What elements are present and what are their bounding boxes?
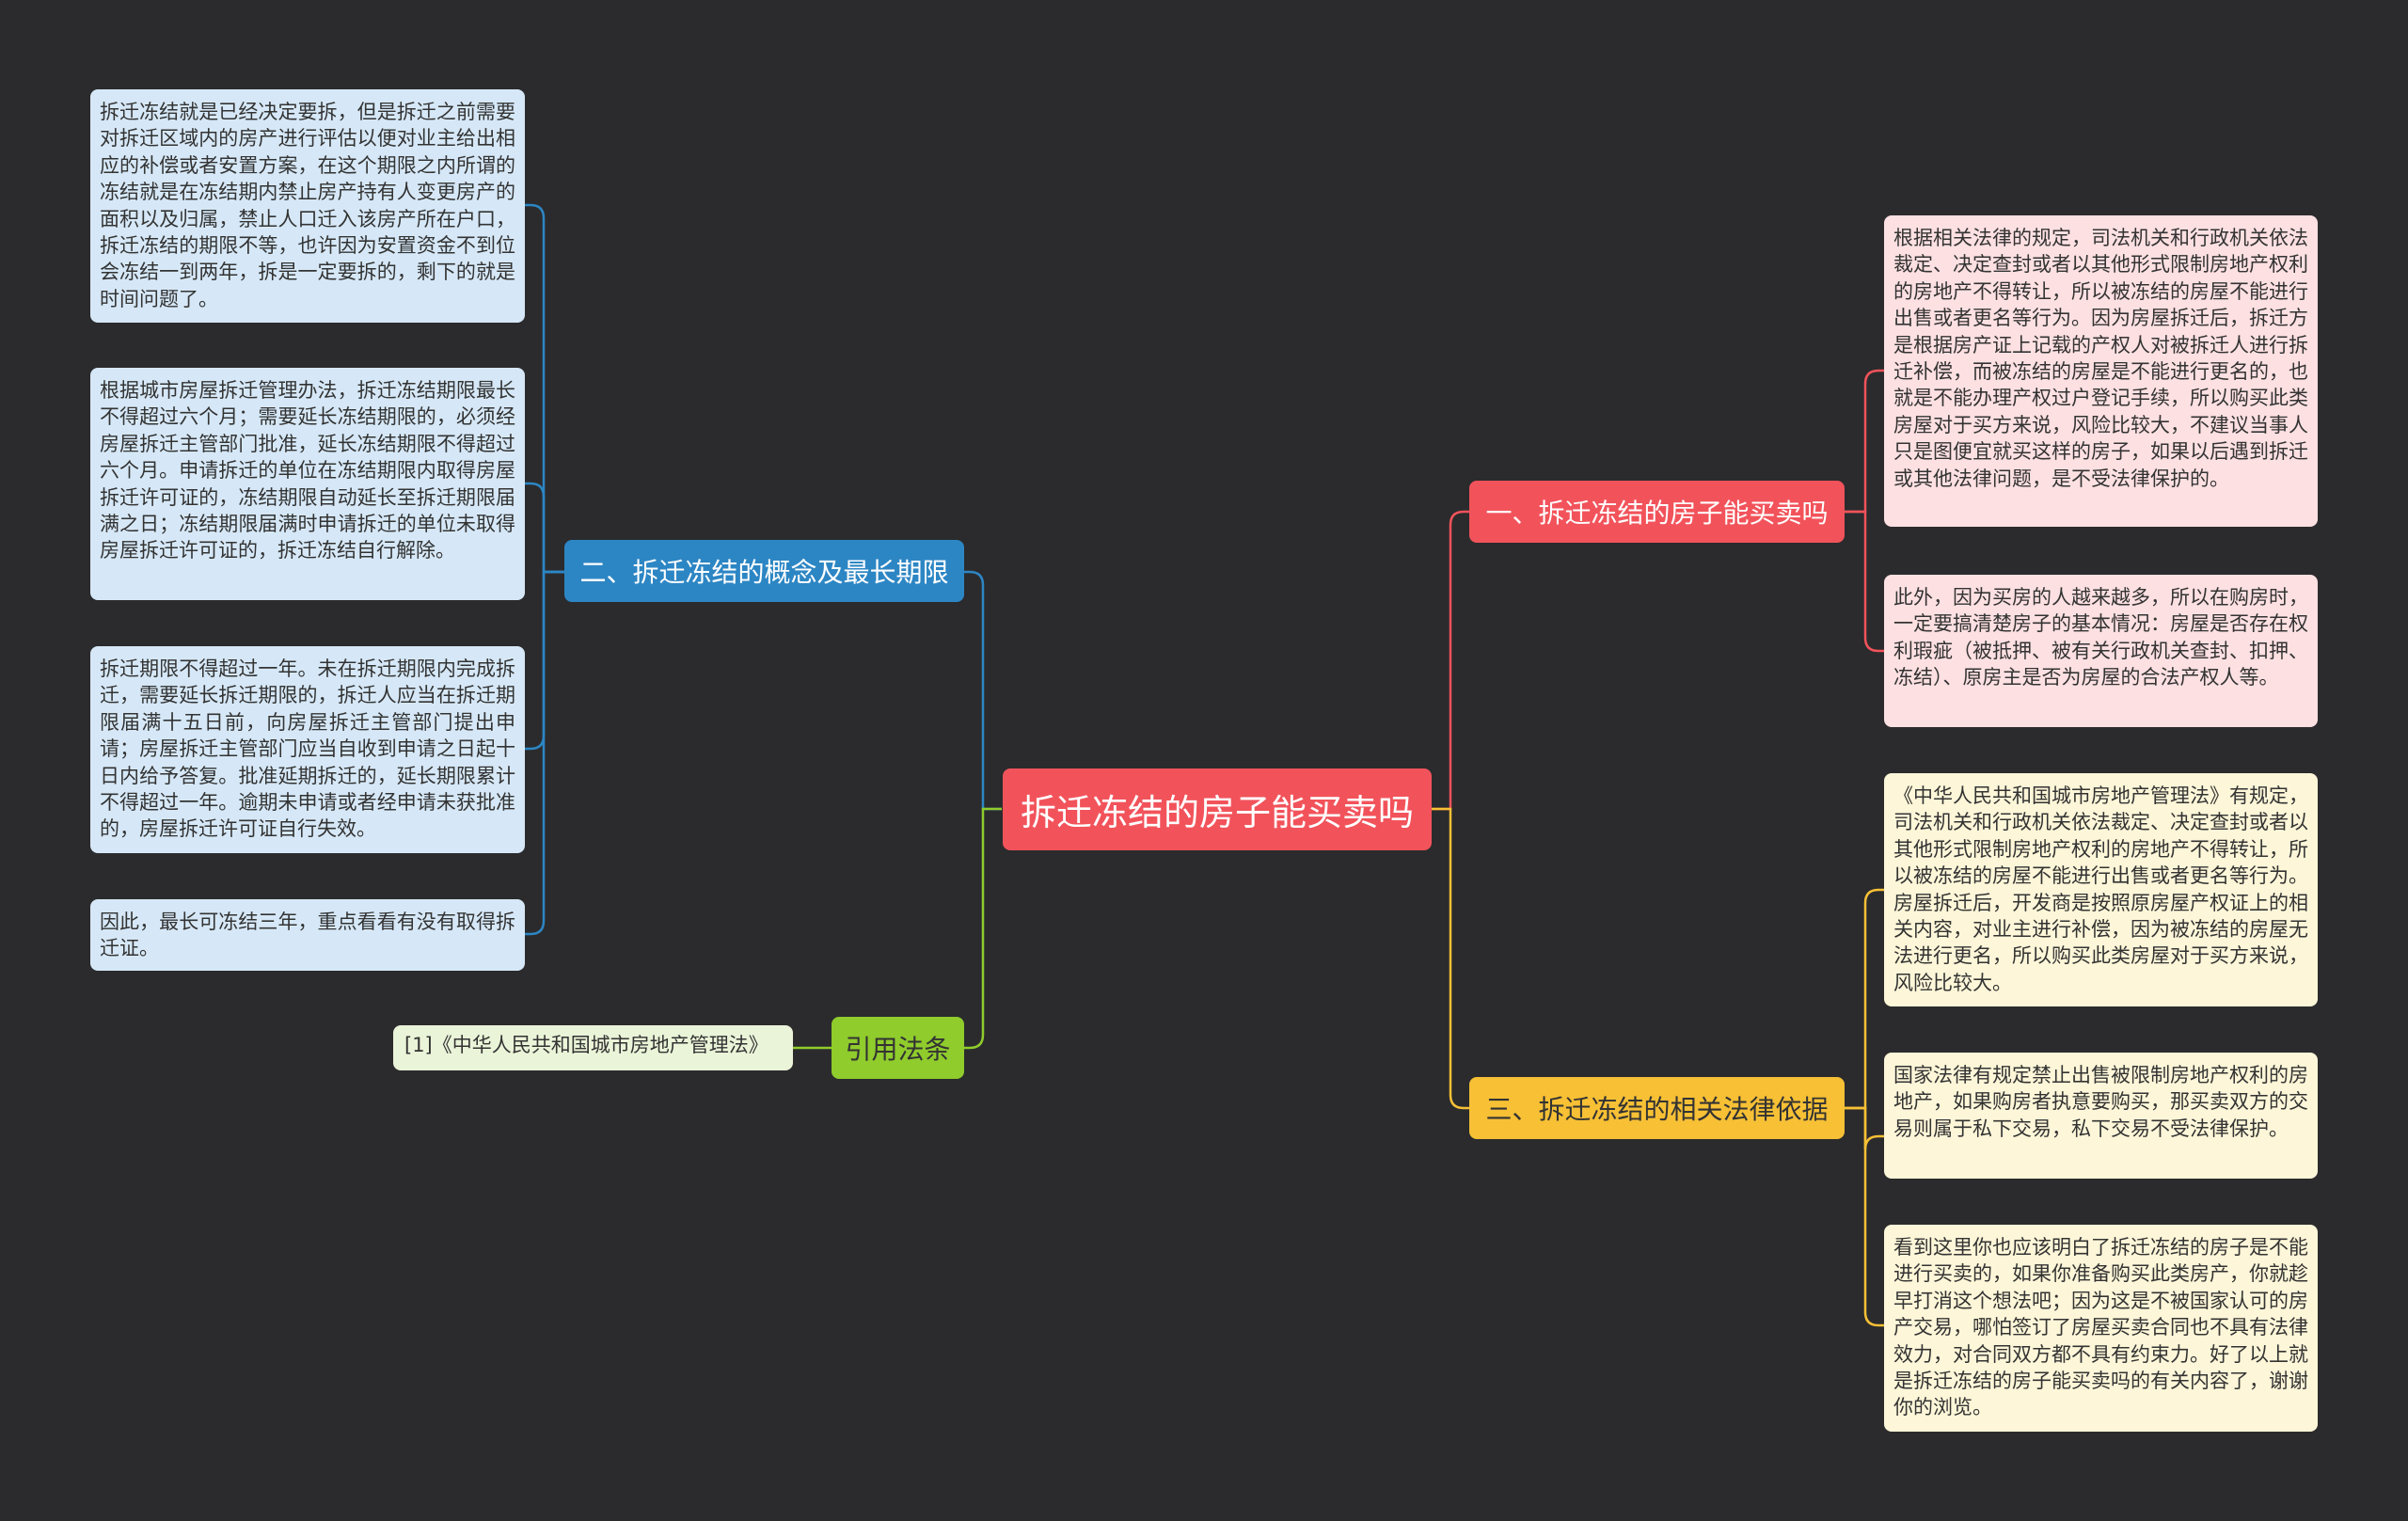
branch-concept-label: 二、拆迁冻结的概念及最长期限 <box>579 557 949 588</box>
branch-law[interactable]: 三、拆迁冻结的相关法律依据 <box>1469 1077 1845 1139</box>
law-leaf-3[interactable]: 看到这里你也应该明白了拆迁冻结的房子是不能进行买卖的，如果你准备购买此类房产，你… <box>1884 1225 2318 1432</box>
canbuy-leaf-1[interactable]: 根据相关法律的规定，司法机关和行政机关依法裁定、决定查封或者以其他形式限制房地产… <box>1884 215 2318 527</box>
concept-leaf-3[interactable]: 拆迁期限不得超过一年。未在拆迁期限内完成拆迁，需要延长拆迁期限的，拆迁人应当在拆… <box>90 646 525 853</box>
leaf-text: 看到这里你也应该明白了拆迁冻结的房子是不能进行买卖的，如果你准备购买此类房产，你… <box>1893 1236 2308 1419</box>
root-topic[interactable]: 拆迁冻结的房子能买卖吗 <box>1003 768 1432 850</box>
link-law-leaf1 <box>1845 888 1884 1110</box>
leaf-text: 拆迁冻结就是已经决定要拆，但是拆迁之前需要对拆迁区域内的房产进行评估以便对业主给… <box>100 101 515 310</box>
link-canbuy-leaf1 <box>1845 369 1884 514</box>
leaf-text: 国家法律有规定禁止出售被限制房地产权利的房地产，如果购房者执意要购买，那买卖双方… <box>1893 1064 2308 1140</box>
concept-leaf-4[interactable]: 因此，最长可冻结三年，重点看看有没有取得拆迁证。 <box>90 899 525 971</box>
link-concept-leaf4 <box>525 570 564 936</box>
link-concept-leaf2 <box>525 482 564 574</box>
branch-cite-label: 引用法条 <box>845 1034 951 1065</box>
link-canbuy-leaf2 <box>1845 510 1884 653</box>
law-leaf-1[interactable]: 《中华人民共和国城市房地产管理法》有规定，司法机关和行政机关依法裁定、决定查封或… <box>1884 773 2318 1006</box>
branch-law-label: 三、拆迁冻结的相关法律依据 <box>1485 1094 1829 1125</box>
link-root-law <box>1432 807 1469 1110</box>
branch-canbuy-label: 一、拆迁冻结的房子能买卖吗 <box>1485 498 1829 529</box>
link-root-concept <box>964 570 1002 811</box>
concept-leaf-2[interactable]: 根据城市房屋拆迁管理办法，拆迁冻结期限最长不得超过六个月；需要延长冻结期限的，必… <box>90 368 525 600</box>
leaf-text: 根据相关法律的规定，司法机关和行政机关依法裁定、决定查封或者以其他形式限制房地产… <box>1893 227 2308 490</box>
cite-leaf-1[interactable]: [1]《中华人民共和国城市房地产管理法》 <box>393 1025 793 1070</box>
leaf-text: 因此，最长可冻结三年，重点看看有没有取得拆迁证。 <box>100 911 515 960</box>
branch-concept[interactable]: 二、拆迁冻结的概念及最长期限 <box>564 540 964 602</box>
leaf-text: 此外，因为买房的人越来越多，所以在购房时，一定要搞清楚房子的基本情况：房屋是否存… <box>1893 586 2308 689</box>
leaf-text: 根据城市房屋拆迁管理办法，拆迁冻结期限最长不得超过六个月；需要延长冻结期限的，必… <box>100 379 515 562</box>
law-leaf-2[interactable]: 国家法律有规定禁止出售被限制房地产权利的房地产，如果购房者执意要购买，那买卖双方… <box>1884 1053 2318 1179</box>
link-root-canbuy <box>1432 510 1469 811</box>
leaf-text: [1]《中华人民共和国城市房地产管理法》 <box>404 1034 768 1056</box>
link-law-leaf3 <box>1845 1106 1884 1327</box>
link-root-cite <box>964 807 1002 1050</box>
leaf-text: 拆迁期限不得超过一年。未在拆迁期限内完成拆迁，需要延长拆迁期限的，拆迁人应当在拆… <box>100 658 515 841</box>
root-topic-label: 拆迁冻结的房子能买卖吗 <box>1020 792 1414 833</box>
link-concept-leaf1 <box>525 203 564 574</box>
leaf-text: 《中华人民共和国城市房地产管理法》有规定，司法机关和行政机关依法裁定、决定查封或… <box>1893 784 2308 994</box>
branch-cite[interactable]: 引用法条 <box>832 1017 964 1079</box>
canbuy-leaf-2[interactable]: 此外，因为买房的人越来越多，所以在购房时，一定要搞清楚房子的基本情况：房屋是否存… <box>1884 575 2318 727</box>
branch-canbuy[interactable]: 一、拆迁冻结的房子能买卖吗 <box>1469 481 1845 543</box>
concept-leaf-1[interactable]: 拆迁冻结就是已经决定要拆，但是拆迁之前需要对拆迁区域内的房产进行评估以便对业主给… <box>90 89 525 323</box>
